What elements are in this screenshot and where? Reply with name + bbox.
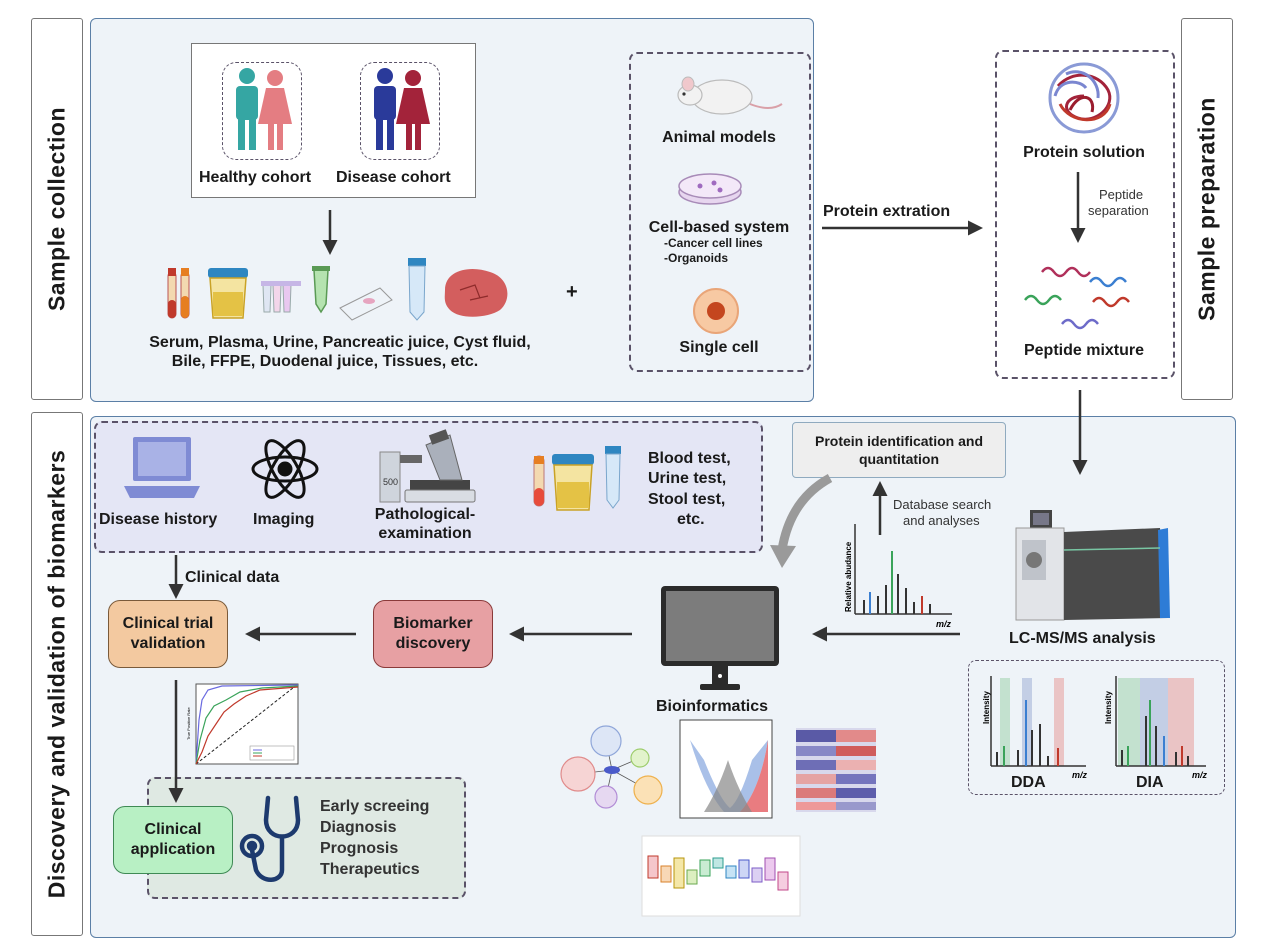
peptide-separation-label-1: Peptide	[1099, 187, 1144, 202]
biomarker-discovery-box: Biomarker discovery	[373, 600, 493, 668]
dia-label: DIA	[1136, 774, 1164, 791]
database-search-label-2: and analyses	[903, 513, 980, 528]
plus-sign: +	[566, 281, 578, 303]
urine-test-label: Urine test,	[648, 470, 727, 487]
protein-identification-line1: Protein identification and	[814, 433, 983, 449]
sample-prep-box	[995, 50, 1175, 379]
protein-solution-label: Protein solution	[1023, 144, 1145, 161]
lcms-label: LC-MS/MS analysis	[1009, 630, 1156, 647]
application-early-screening: Early screeing	[320, 798, 430, 815]
blood-test-label: Blood test,	[648, 450, 731, 467]
sample-types-line2: Bile, FFPE, Duodenal juice, Tissues, etc…	[171, 353, 479, 370]
cancer-cell-lines-label: -Cancer cell lines	[664, 236, 763, 250]
peptide-separation-label-2: separation	[1088, 203, 1149, 218]
stool-test-label: Stool test,	[648, 491, 726, 508]
organoids-label: -Organoids	[664, 251, 729, 265]
sample-types-line1: Serum, Plasma, Urine, Pancreatic juice, …	[149, 334, 531, 351]
clinical-app-line1: Clinical	[144, 821, 202, 838]
sample-collection-label-box: Sample collection	[31, 18, 83, 400]
discovery-label: Discovery and validation of biomarkers	[43, 449, 70, 899]
biomarker-line2: discovery	[395, 635, 471, 652]
clinical-trial-line2: validation	[130, 635, 206, 652]
disease-cohort-label: Disease cohort	[336, 169, 451, 186]
disease-history-label: Disease history	[99, 511, 218, 528]
protein-identification-line2: quantitation	[858, 451, 940, 467]
peptide-mixture-label: Peptide mixture	[1023, 342, 1145, 359]
dda-label: DDA	[1011, 774, 1046, 791]
animal-models-label: Animal models	[662, 129, 776, 146]
application-therapeutics: Therapeutics	[320, 861, 420, 878]
protein-identification-box: Protein identification and quantitation	[792, 422, 1006, 478]
discovery-label-box: Discovery and validation of biomarkers	[31, 412, 83, 936]
models-box	[629, 52, 811, 372]
clinical-app-line2: application	[130, 841, 216, 858]
clinical-data-label: Clinical data	[185, 569, 280, 586]
application-diagnosis: Diagnosis	[320, 819, 397, 836]
application-prognosis: Prognosis	[320, 840, 399, 857]
disease-cohort-frame	[360, 62, 440, 160]
acquisition-modes-box	[968, 660, 1225, 795]
healthy-cohort-frame	[222, 62, 302, 160]
healthy-cohort-label: Healthy cohort	[199, 169, 312, 186]
biomarker-line1: Biomarker	[393, 615, 473, 632]
bioinformatics-label: Bioinformatics	[656, 698, 769, 715]
etc-label: etc.	[677, 511, 705, 528]
database-search-label-1: Database search	[893, 497, 992, 512]
clinical-trial-validation-box: Clinical trial validation	[108, 600, 228, 668]
pathological-label-1: Pathological-	[374, 506, 476, 523]
imaging-label: Imaging	[253, 511, 315, 528]
pathological-label-2: examination	[378, 525, 472, 542]
clinical-application-box: Clinical application	[113, 806, 233, 874]
protein-extraction-label: Protein extration	[823, 203, 951, 220]
cell-based-system-label: Cell-based system	[648, 219, 790, 236]
single-cell-label: Single cell	[679, 339, 759, 356]
clinical-trial-line1: Clinical trial	[122, 615, 214, 632]
sample-collection-label: Sample collection	[43, 106, 70, 312]
sample-preparation-label: Sample preparation	[1193, 97, 1220, 321]
sample-preparation-label-box: Sample preparation	[1181, 18, 1233, 400]
